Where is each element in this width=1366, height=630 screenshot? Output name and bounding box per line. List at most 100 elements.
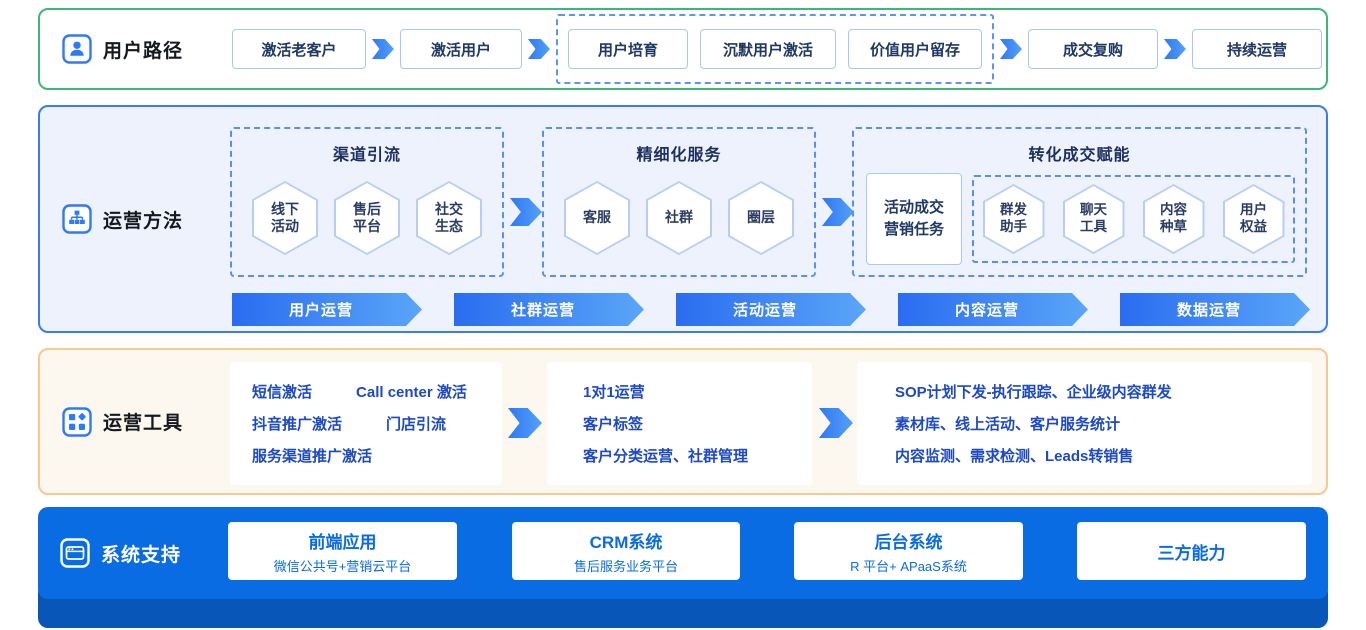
- arrow-right-icon: [372, 39, 394, 59]
- group-title: 渠道引流: [332, 147, 401, 164]
- tool-row: 素材库、线上活动、客户服务统计: [895, 413, 1312, 434]
- tool-row: SOP计划下发-执行跟踪、企业级内容群发: [895, 381, 1312, 402]
- tools-title: 运营工具: [103, 413, 184, 434]
- hexagon-label: 社交 生态: [418, 183, 480, 253]
- hexagon-label: 群发 助手: [984, 186, 1043, 252]
- tool-item: Call center 激活: [356, 384, 467, 401]
- banner-data-operation: 数据运营: [1120, 293, 1310, 326]
- user-path-title: 用户路径: [103, 40, 184, 62]
- user-path-flow: 激活老客户 激活用户 用户培育 沉默用户激活 价值用户留存 成交复购 持续运营: [232, 10, 1322, 88]
- user-icon: [62, 34, 92, 64]
- tool-item: SOP计划下发-执行跟踪、企业级内容群发: [895, 384, 1172, 401]
- hexagon-aftersales-platform: 售后 平台: [334, 181, 400, 255]
- hexagon-label: 售后 平台: [336, 183, 398, 253]
- arrow-right-icon: [1164, 39, 1186, 59]
- hexagon-chat-tool: 聊天 工具: [1062, 184, 1125, 254]
- system-icon: [60, 538, 90, 568]
- user-path-band: 用户路径 激活老客户 激活用户 用户培育 沉默用户激活 价值用户留存 成交复购 …: [38, 8, 1328, 90]
- hexagon-customer-service: 客服: [564, 181, 630, 255]
- system-box-third-party: 三方能力: [1077, 522, 1306, 580]
- org-chart-icon: [62, 204, 92, 234]
- hexagon-circle: 圈层: [728, 181, 794, 255]
- group-channel-acquisition: 渠道引流 线下 活动 售后 平台 社交 生态: [230, 127, 504, 277]
- hexagon-mass-message-assistant: 群发 助手: [982, 184, 1045, 254]
- banner-content-operation: 内容运营: [898, 293, 1088, 326]
- hexagon-label: 客服: [566, 183, 628, 253]
- system-box-subtitle: R 平台+ APaaS系统: [850, 558, 967, 574]
- tool-box-one-to-one: 1对1运营 客户标签 客户分类运营、社群管理: [547, 362, 812, 485]
- banner-community-operation: 社群运营: [454, 293, 644, 326]
- tool-row: 内容监测、需求检测、Leads转销售: [895, 445, 1312, 466]
- operation-methods-band: 运营方法 渠道引流 线下 活动 售后 平台 社交 生态 精细化服务 客服 社群 …: [38, 105, 1328, 333]
- group-title: 精细化服务: [636, 147, 722, 164]
- arrow-right-icon: [819, 408, 853, 438]
- hexagon-community: 社群: [646, 181, 712, 255]
- system-box-title: 后台系统: [874, 532, 943, 552]
- group-refined-service: 精细化服务 客服 社群 圈层: [542, 127, 816, 277]
- system-box-title: 三方能力: [1157, 543, 1226, 563]
- hexagon-label: 内容 种草: [1144, 186, 1203, 252]
- tool-item: 服务渠道推广激活: [252, 448, 373, 465]
- banner-label: 活动运营: [732, 302, 797, 319]
- system-box-backend: 后台系统 R 平台+ APaaS系统: [794, 522, 1023, 580]
- system-box-title: 前端应用: [308, 532, 377, 552]
- hex-row: 线下 活动 售后 平台 社交 生态: [232, 181, 502, 255]
- banner-label: 社群运营: [510, 302, 575, 319]
- hexagon-label: 线下 活动: [254, 183, 316, 253]
- tool-box-enterprise-tools: SOP计划下发-执行跟踪、企业级内容群发 素材库、线上活动、客户服务统计 内容监…: [857, 362, 1312, 485]
- step-value-user-retention: 价值用户留存: [848, 29, 982, 69]
- system-box-crm: CRM系统 售后服务业务平台: [512, 522, 740, 580]
- tools-label-group: 运营工具: [62, 406, 184, 437]
- activity-marketing-task-box: 活动成交 营销任务: [866, 173, 962, 265]
- system-box-frontend-app: 前端应用 微信公共号+营销云平台: [228, 522, 457, 580]
- step-activate-user: 激活用户: [400, 29, 522, 69]
- tool-row: 1对1运营: [583, 381, 812, 402]
- hexagon-social-ecosystem: 社交 生态: [416, 181, 482, 255]
- tool-item: 客户分类运营、社群管理: [583, 448, 749, 465]
- arrow-right-icon: [822, 198, 854, 226]
- tool-item: 抖音推广激活: [252, 416, 343, 433]
- step-activate-old-customer: 激活老客户: [232, 29, 366, 69]
- tool-item: 1对1运营: [583, 384, 645, 401]
- tool-box-activation-channels: 短信激活 Call center 激活 抖音推广激活 门店引流 服务渠道推广激活: [230, 362, 502, 485]
- methods-label-group: 运营方法: [62, 204, 183, 234]
- step-silent-user-activation: 沉默用户激活: [700, 29, 836, 69]
- conversion-tools-group: 群发 助手 聊天 工具 内容 种草 用户 权益: [972, 175, 1295, 263]
- tool-item: 素材库、线上活动、客户服务统计: [895, 416, 1121, 433]
- hexagon-label: 聊天 工具: [1064, 186, 1123, 252]
- step-continuous-operation: 持续运营: [1192, 29, 1322, 69]
- step-user-nurturing: 用户培育: [568, 29, 688, 69]
- banner-label: 数据运营: [1176, 302, 1241, 319]
- methods-title: 运营方法: [103, 210, 184, 232]
- system-box-subtitle: 微信公共号+营销云平台: [273, 558, 412, 574]
- system-box-title: CRM系统: [589, 532, 663, 552]
- system-title: 系统支持: [101, 544, 182, 566]
- system-support-band: 系统支持 前端应用 微信公共号+营销云平台 CRM系统 售后服务业务平台 后台系…: [38, 507, 1328, 599]
- user-path-label-group: 用户路径: [62, 34, 183, 64]
- tool-row: 客户分类运营、社群管理: [583, 445, 812, 466]
- arrow-right-icon: [1000, 39, 1022, 59]
- system-label-group: 系统支持: [60, 538, 181, 568]
- banner-label: 内容运营: [954, 302, 1019, 319]
- banner-label: 用户运营: [288, 302, 353, 319]
- system-box-subtitle: 售后服务业务平台: [573, 558, 678, 574]
- hexagon-label: 社群: [648, 183, 710, 253]
- tools-grid-icon: [62, 406, 92, 437]
- banner-activity-operation: 活动运营: [676, 293, 866, 326]
- operation-tools-band: 运营工具 短信激活 Call center 激活 抖音推广激活 门店引流 服务渠…: [38, 348, 1328, 495]
- arrow-right-icon: [508, 408, 542, 438]
- tool-item: 短信激活: [252, 384, 313, 401]
- tool-row: 短信激活 Call center 激活: [252, 381, 502, 402]
- group-title: 转化成交赋能: [1028, 147, 1131, 164]
- step-repeat-purchase: 成交复购: [1028, 29, 1158, 69]
- tool-item: 门店引流: [386, 416, 447, 433]
- hexagon-label: 圈层: [730, 183, 792, 253]
- arrow-right-icon: [528, 39, 550, 59]
- group-conversion-enablement: 转化成交赋能 活动成交 营销任务 群发 助手 聊天 工具 内容 种草 用户 权益: [852, 127, 1307, 277]
- hex-row: 客服 社群 圈层: [544, 181, 814, 255]
- tool-row: 服务渠道推广激活: [252, 445, 502, 466]
- tool-row: 客户标签: [583, 413, 812, 434]
- hexagon-user-benefits: 用户 权益: [1222, 184, 1285, 254]
- hexagon-offline-activity: 线下 活动: [252, 181, 318, 255]
